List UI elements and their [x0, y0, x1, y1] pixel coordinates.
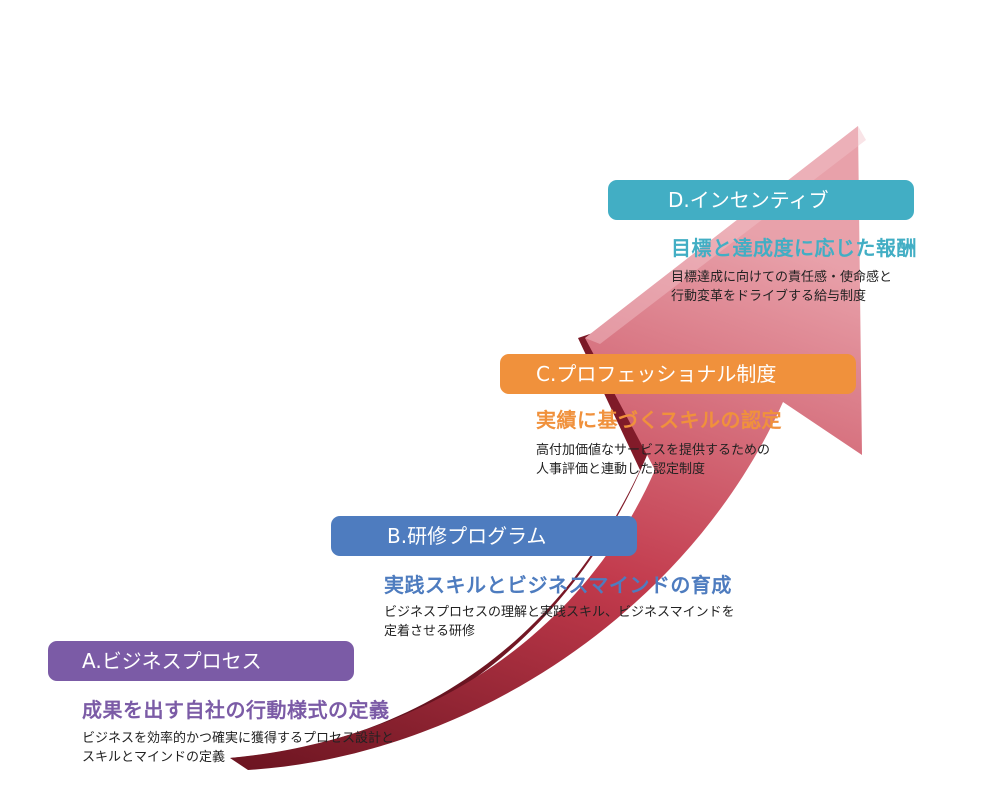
step-a-label: A.ビジネスプロセス	[48, 641, 354, 681]
step-d-label: D.インセンティブ	[608, 180, 914, 220]
step-d-desc-line2: 行動変革をドライブする給与制度	[671, 289, 867, 304]
step-a-headline: 成果を出す自社の行動様式の定義	[82, 698, 390, 722]
step-b-label: B.研修プログラム	[331, 516, 637, 556]
step-c-desc-line1: 高付加価値なサービスを提供するための	[536, 443, 771, 458]
step-c-desc-line2: 人事評価と連動した認定制度	[536, 462, 706, 477]
step-a-desc-line1: ビジネスを効率的かつ確実に獲得するプロセス設計と	[82, 731, 395, 746]
step-d-desc-line1: 目標達成に向けての責任感・使命感と	[671, 270, 893, 285]
step-a-desc-line2: スキルとマインドの定義	[82, 750, 226, 765]
step-d-headline: 目標と達成度に応じた報酬	[671, 236, 917, 260]
step-b-headline: 実践スキルとビジネスマインドの育成	[384, 573, 732, 597]
arrow-body	[230, 126, 862, 770]
step-b-desc-line1: ビジネスプロセスの理解と実践スキル、ビジネスマインドを	[384, 605, 735, 620]
step-b-desc-line2: 定着させる研修	[384, 624, 476, 639]
step-d-description: 目標達成に向けての責任感・使命感と 行動変革をドライブする給与制度	[671, 268, 892, 306]
step-b-description: ビジネスプロセスの理解と実践スキル、ビジネスマインドを 定着させる研修	[384, 603, 735, 641]
step-a-description: ビジネスを効率的かつ確実に獲得するプロセス設計と スキルとマインドの定義	[82, 729, 394, 767]
step-c-description: 高付加価値なサービスを提供するための 人事評価と連動した認定制度	[536, 441, 770, 479]
step-c-headline: 実績に基づくスキルの認定	[536, 408, 782, 432]
step-c-label: C.プロフェッショナル制度	[500, 354, 856, 394]
